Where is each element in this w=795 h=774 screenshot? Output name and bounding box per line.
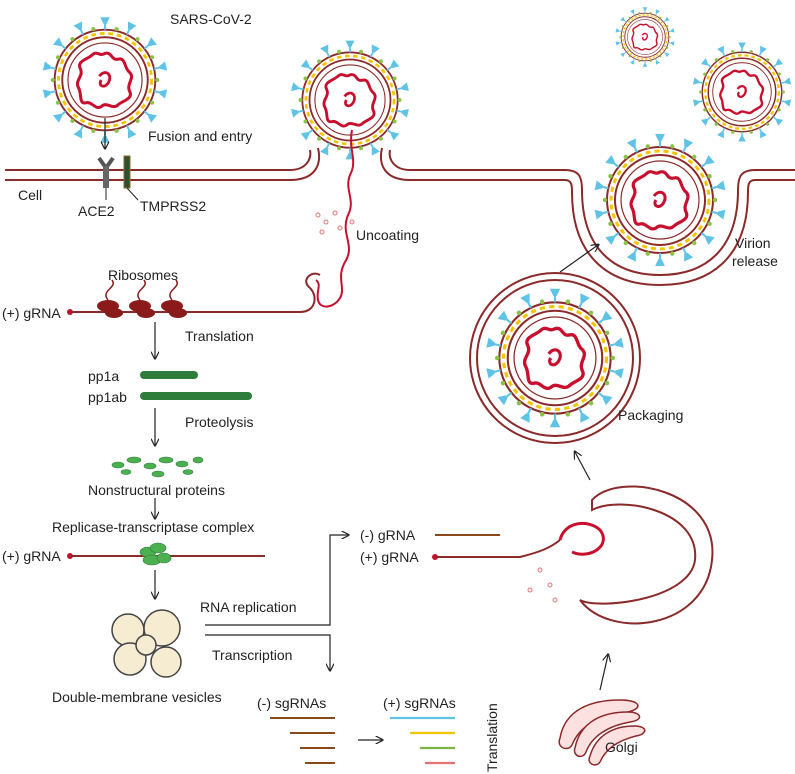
minus-sgrna-strands bbox=[270, 717, 335, 764]
replicase-complex-icon bbox=[139, 542, 172, 566]
uncoating-rna bbox=[315, 129, 355, 308]
pp1a-label: pp1a bbox=[88, 368, 119, 384]
virion-icon-released bbox=[691, 41, 793, 143]
golgi-apparatus-icon bbox=[558, 699, 646, 766]
grna-minus-label-3: (-) gRNA bbox=[360, 527, 416, 543]
grna-plus-label-1: (+) gRNA bbox=[2, 305, 61, 321]
virion-icon-budding bbox=[592, 132, 728, 268]
sgrna-minus-label: (-) sgRNAs bbox=[257, 695, 326, 711]
packaging-vesicle bbox=[469, 272, 641, 444]
rna-replication-label: RNA replication bbox=[200, 599, 297, 615]
budding-vesicle-membrane bbox=[579, 485, 714, 625]
virion-icon-packaging bbox=[484, 287, 626, 429]
pp1ab-bar bbox=[140, 392, 252, 400]
cell-label: Cell bbox=[18, 187, 42, 203]
uncoating-label: Uncoating bbox=[356, 227, 419, 243]
virus-label: SARS-CoV-2 bbox=[170, 11, 252, 27]
uncoating-fragments bbox=[315, 210, 355, 235]
golgi-label: Golgi bbox=[605, 739, 638, 755]
proteolysis-label: Proteolysis bbox=[185, 414, 253, 430]
nsp-label: Nonstructural proteins bbox=[88, 482, 225, 498]
assembly-rna bbox=[558, 521, 605, 556]
ace2-receptor-icon bbox=[97, 156, 115, 188]
fusion-label: Fusion and entry bbox=[148, 128, 252, 144]
ribosome-icons bbox=[97, 279, 187, 318]
cell-membrane bbox=[5, 147, 795, 287]
nonstructural-proteins-icon bbox=[111, 456, 204, 478]
ace2-label: ACE2 bbox=[78, 203, 115, 219]
pp1ab-label: pp1ab bbox=[88, 389, 127, 405]
virion-icon-released-small bbox=[614, 6, 676, 68]
rtc-label: Replicase-transcriptase complex bbox=[52, 519, 254, 535]
tmprss2-label: TMPRSS2 bbox=[140, 198, 206, 214]
grna-plus-label-3: (+) gRNA bbox=[360, 549, 419, 565]
tmprss2-protein-icon bbox=[123, 155, 131, 189]
virion-release-label-1: Virion bbox=[735, 235, 771, 251]
plus-sgrna-strands bbox=[390, 716, 455, 765]
grna-plus-label-2: (+) gRNA bbox=[2, 548, 61, 564]
transcription-label: Transcription bbox=[212, 647, 292, 663]
double-membrane-vesicles-icon bbox=[111, 609, 182, 678]
packaging-label: Packaging bbox=[618, 407, 683, 423]
translation-label-1: Translation bbox=[185, 328, 254, 344]
pp1a-bar bbox=[140, 371, 198, 379]
virion-release-label-2: release bbox=[732, 253, 778, 269]
ribosomes-label: Ribosomes bbox=[108, 267, 178, 283]
grna-strand-1 bbox=[67, 272, 321, 315]
virion-icon-entering bbox=[289, 39, 411, 161]
packaging-vesicle-inner bbox=[476, 279, 634, 437]
sgrna-plus-label: (+) sgRNAs bbox=[383, 695, 456, 711]
dmv-label: Double-membrane vesicles bbox=[52, 689, 222, 705]
translation-label-2: Translation bbox=[484, 703, 500, 772]
assembly-fragments bbox=[527, 567, 558, 603]
plus-grna-strand bbox=[432, 539, 561, 560]
